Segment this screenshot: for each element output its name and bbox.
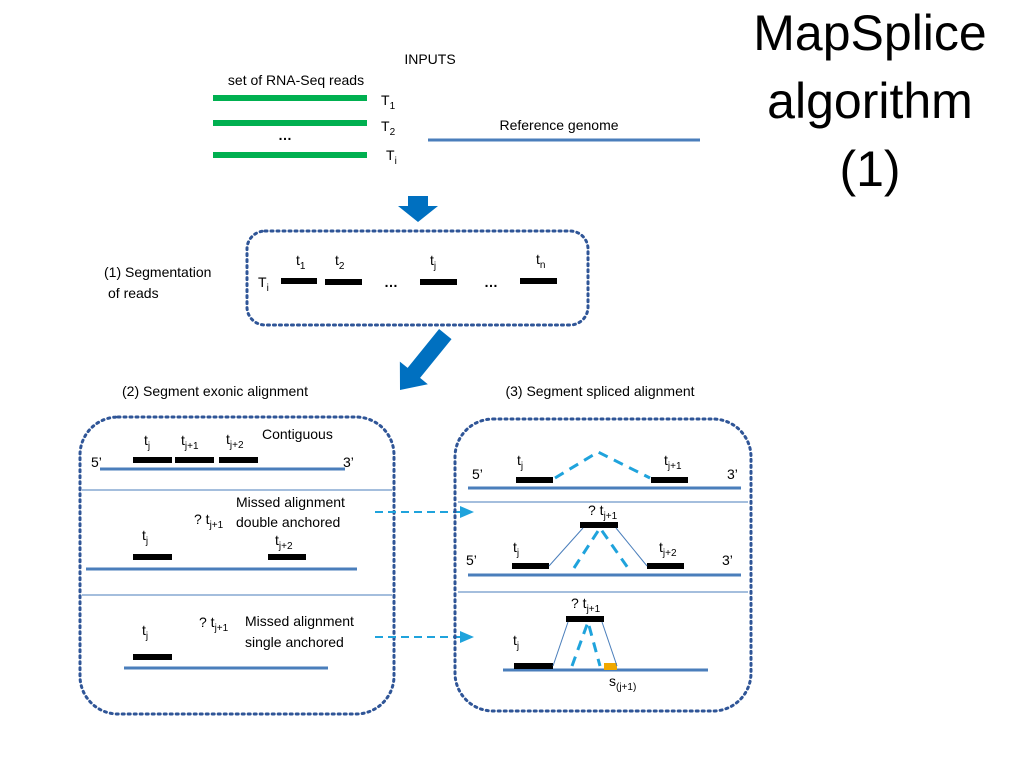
spliced-c-tj-label: tj bbox=[513, 632, 519, 652]
spliced-b-q-label: ? tj+1 bbox=[588, 502, 618, 522]
segmentation-Ti-label: Ti bbox=[258, 274, 269, 294]
spliced-c-guide-right bbox=[601, 621, 618, 667]
segment-dots-2: … bbox=[484, 274, 498, 290]
spliced-c-guide-left bbox=[552, 621, 569, 667]
contiguous-label: Contiguous bbox=[262, 426, 333, 442]
spliced-b-three-prime: 3’ bbox=[722, 552, 733, 568]
segmentation-box bbox=[245, 229, 590, 327]
spliced-box bbox=[453, 417, 753, 713]
down-arrow-icon bbox=[398, 196, 438, 222]
segment-t1-label: t1 bbox=[296, 252, 306, 272]
contig-tj-label: tj bbox=[144, 432, 150, 452]
link-arrow-double-head-icon bbox=[460, 506, 474, 518]
contig-tj1-label: tj+1 bbox=[181, 432, 199, 452]
exonic-five-prime: 5’ bbox=[91, 454, 102, 470]
splice-site-marker bbox=[604, 663, 617, 670]
read-T1-label: T1 bbox=[381, 92, 396, 112]
exonic-heading: (2) Segment exonic alignment bbox=[122, 383, 308, 399]
link-arrow-single-head-icon bbox=[460, 631, 474, 643]
inputs-heading: INPUTS bbox=[404, 51, 455, 67]
single-q-tj1-label: ? tj+1 bbox=[199, 614, 229, 634]
spliced-c-split-dash bbox=[570, 617, 602, 667]
missed-single-line2: single anchored bbox=[245, 634, 344, 650]
reads-label: set of RNA-Seq reads bbox=[228, 72, 364, 88]
reads-dots: … bbox=[278, 127, 292, 143]
segment-dots-1: … bbox=[384, 274, 398, 290]
spliced-heading: (3) Segment spliced alignment bbox=[505, 383, 694, 399]
exonic-box bbox=[78, 415, 396, 716]
spliced-b-tj2-label: tj+2 bbox=[659, 539, 677, 559]
spliced-a-tj-label: tj bbox=[517, 452, 523, 472]
contig-tj2-label: tj+2 bbox=[226, 431, 244, 451]
segmentation-label-line1: (1) Segmentation bbox=[104, 264, 211, 280]
title-line-2: algorithm bbox=[767, 73, 973, 129]
missed-double-line2: double anchored bbox=[236, 514, 340, 530]
spliced-three-prime: 3’ bbox=[727, 466, 738, 482]
spliced-a-tj1-label: tj+1 bbox=[664, 452, 682, 472]
double-tj-label: tj bbox=[142, 527, 148, 547]
read-Ti-label: Ti bbox=[386, 147, 397, 167]
segment-tn-label: tn bbox=[536, 251, 545, 271]
spliced-b-guide-left bbox=[548, 527, 584, 567]
spliced-b-five-prime: 5’ bbox=[466, 552, 477, 568]
single-tj-label: tj bbox=[142, 622, 148, 642]
double-tj2-label: tj+2 bbox=[275, 532, 293, 552]
spliced-five-prime: 5’ bbox=[472, 466, 483, 482]
read-T2-label: T2 bbox=[381, 118, 396, 138]
diagonal-arrow-icon bbox=[399, 329, 452, 390]
spliced-a-intron-arc bbox=[554, 450, 651, 480]
reference-genome-label: Reference genome bbox=[499, 117, 618, 133]
spliced-b-split-dash bbox=[572, 525, 630, 569]
missed-double-line1: Missed alignment bbox=[236, 494, 345, 510]
exonic-three-prime: 3’ bbox=[343, 454, 354, 470]
spliced-c-q-label: ? tj+1 bbox=[571, 595, 601, 615]
title-line-3: (1) bbox=[839, 141, 900, 197]
spliced-b-guide-right bbox=[615, 527, 648, 567]
segment-t2-label: t2 bbox=[335, 252, 345, 272]
spliced-b-tj-label: tj bbox=[513, 539, 519, 559]
double-q-tj1-label: ? tj+1 bbox=[194, 511, 224, 531]
missed-single-line1: Missed alignment bbox=[245, 613, 354, 629]
segment-tj-label: tj bbox=[430, 252, 436, 272]
title-line-1: MapSplice bbox=[753, 5, 986, 61]
segmentation-label-line2: of reads bbox=[108, 285, 159, 301]
spliced-c-s-label: s(j+1) bbox=[609, 673, 636, 693]
